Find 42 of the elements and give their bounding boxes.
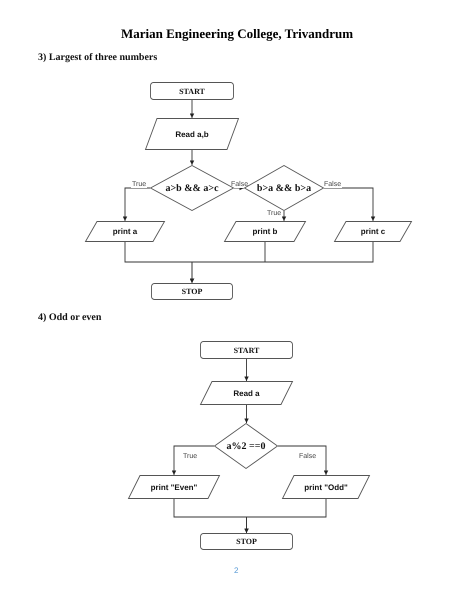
node-label: print "Odd"	[304, 482, 348, 492]
arrow	[282, 210, 286, 222]
input-output-parallelogram	[334, 221, 412, 242]
section-heading: 4) Odd or even	[38, 312, 102, 323]
input-output-parallelogram	[145, 118, 239, 150]
arrow	[244, 498, 326, 534]
node-label: a%2 ==0	[226, 440, 266, 452]
input-output-parallelogram	[85, 221, 165, 242]
decision-diamond	[214, 423, 278, 469]
node-label: Read a,b	[175, 130, 209, 138]
arrow	[244, 358, 249, 382]
arrow	[190, 150, 194, 166]
arrow	[122, 188, 150, 222]
arrow	[172, 446, 214, 476]
terminal-box	[150, 82, 234, 100]
arrow	[234, 186, 244, 190]
node-label: START	[179, 86, 205, 96]
node-label: b>a && b>a	[256, 182, 312, 194]
node-label: STOP	[236, 537, 257, 546]
arrow	[324, 188, 376, 222]
terminal-box	[151, 283, 233, 300]
page-number: 2	[234, 566, 238, 575]
input-output-parallelogram	[224, 221, 306, 242]
node-label: a>b && a>c	[165, 182, 219, 194]
node-label: print "Even"	[150, 482, 198, 492]
node-label: Read a	[233, 388, 260, 398]
arrow	[190, 242, 374, 284]
node-label: print b	[252, 227, 278, 236]
arrow	[244, 404, 249, 424]
node-label: print c	[360, 227, 386, 236]
arrow	[278, 446, 328, 476]
terminal-box	[200, 341, 293, 359]
input-output-parallelogram	[282, 475, 370, 499]
node-label: START	[234, 346, 260, 354]
terminal-box	[200, 533, 293, 550]
arrow	[190, 100, 194, 118]
node-label: print a	[112, 227, 138, 236]
node-label: STOP	[182, 287, 202, 296]
input-output-parallelogram	[200, 381, 293, 405]
page-title: Marian Engineering College, Trivandrum	[120, 26, 354, 42]
section-heading: 3) Largest of three numbers	[38, 52, 158, 63]
input-output-parallelogram	[128, 475, 220, 499]
